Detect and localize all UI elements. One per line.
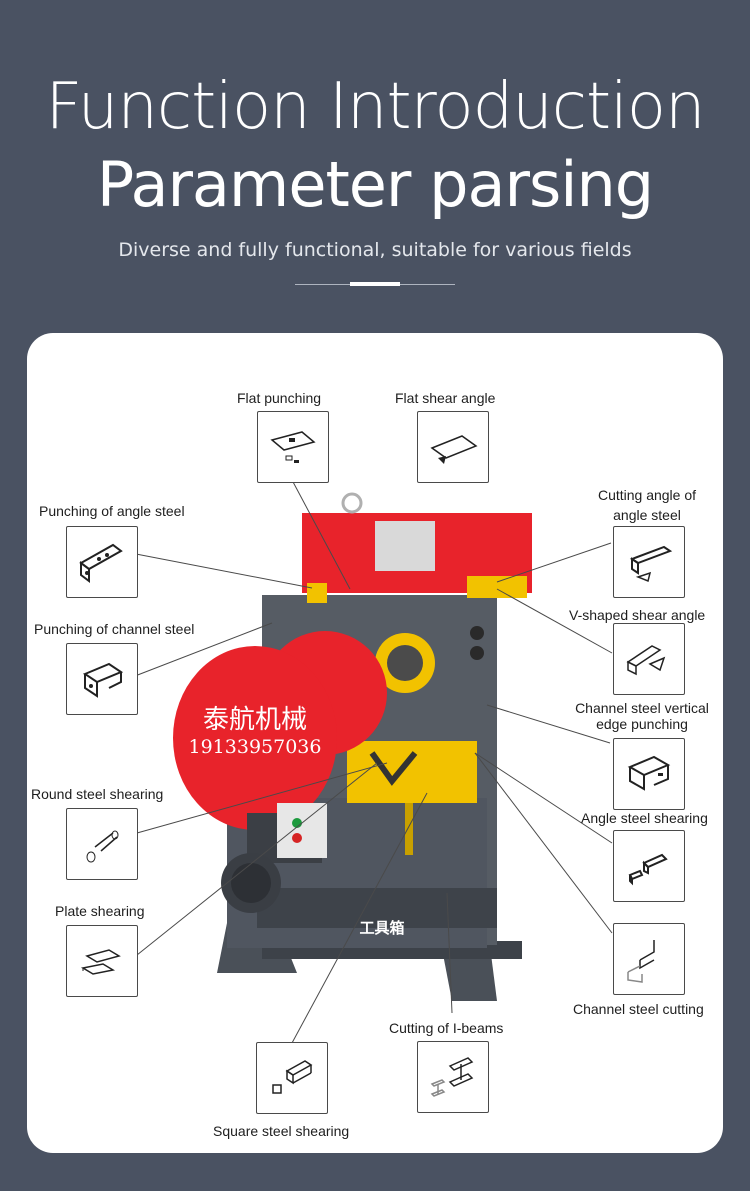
angle-steel-punching-icon — [79, 543, 123, 583]
flat-shear-angle-icon — [430, 435, 478, 464]
content-panel: 工具箱 泰航机械 19133957036 — [27, 333, 723, 1153]
header-subtitle: Parameter parsing — [96, 148, 654, 221]
feature-box-flat-shear-angle — [417, 411, 489, 483]
flat-punching-icon — [270, 431, 316, 463]
toolbox-label: 工具箱 — [359, 919, 404, 937]
header-description: Diverse and fully functional, suitable f… — [118, 239, 632, 261]
feature-label-angle-cutting: Cutting angle of angle steel — [597, 487, 697, 523]
channel-cutting-icon — [627, 940, 655, 983]
angle-cutting-icon — [629, 545, 673, 583]
feature-label-i-beam: Cutting of I-beams — [389, 1020, 504, 1036]
feature-box-angle-cutting — [613, 526, 685, 598]
feature-label-angle-shearing: Angle steel shearing — [581, 810, 708, 826]
feature-box-v-shear — [613, 623, 685, 695]
channel-vertical-punching-icon — [627, 755, 671, 791]
i-beam-icon — [430, 1057, 474, 1097]
feature-box-channel-punching — [66, 643, 138, 715]
feature-box-plate-shearing — [66, 925, 138, 997]
feature-box-round-steel — [66, 808, 138, 880]
feature-label-round-steel: Round steel shearing — [31, 786, 164, 802]
feature-box-angle-steel-punching — [66, 526, 138, 598]
feature-label-square-steel: Square steel shearing — [213, 1123, 350, 1139]
header-title: Function Introduction — [45, 70, 705, 144]
feature-label-channel-vertical-punching: Channel steel vertical edge punching — [575, 700, 709, 732]
divider-accent — [350, 282, 400, 286]
feature-label-channel-punching: Punching of channel steel — [34, 621, 195, 637]
v-shear-icon — [626, 645, 666, 676]
feature-label-v-shear: V-shaped shear angle — [569, 607, 706, 623]
feature-label-plate-shearing: Plate shearing — [55, 903, 145, 919]
feature-label-flat-punching: Flat punching — [237, 390, 322, 406]
brand-text: 泰航机械 — [203, 705, 307, 735]
feature-label-angle-steel-punching: Punching of angle steel — [39, 503, 185, 519]
feature-label-flat-shear-angle: Flat shear angle — [395, 390, 496, 406]
feature-box-i-beam — [417, 1041, 489, 1113]
plate-shearing-icon — [80, 949, 121, 975]
round-steel-icon — [86, 830, 119, 863]
feature-box-square-steel — [256, 1042, 328, 1114]
feature-box-flat-punching — [257, 411, 329, 483]
feature-box-angle-shearing — [613, 830, 685, 902]
feature-label-channel-cutting: Channel steel cutting — [573, 1001, 704, 1017]
square-steel-icon — [272, 1060, 313, 1094]
feature-box-channel-cutting — [613, 923, 685, 995]
phone-text: 19133957036 — [189, 736, 322, 758]
feature-box-channel-vertical-punching — [613, 738, 685, 810]
channel-punching-icon — [82, 662, 124, 698]
angle-shearing-icon — [628, 853, 668, 886]
